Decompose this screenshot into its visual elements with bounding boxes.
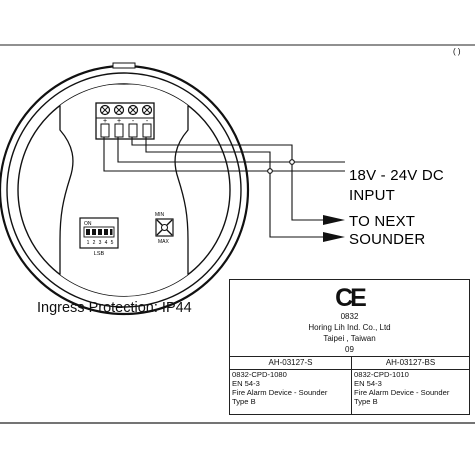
volume-pot: MIN MAX [155,212,174,245]
model-spec-1: 0832-CPD-1080 EN 54-3 Fire Alarm Device … [232,370,327,406]
housing-middle-ring [6,72,242,308]
sounder-label: SOUNDER [349,231,425,248]
notified-body-number: 0832 [340,312,359,321]
power-input-line1: 18V - 24V DC [349,167,444,184]
dip-number-2: 2 [93,240,96,246]
arrow-sounder [323,232,345,242]
terminal-sign-4: - [146,118,149,125]
to-next-label: TO NEXT [349,213,415,230]
dip-number-3: 3 [99,240,102,246]
certificate-year: 09 [345,345,354,354]
terminal-sign-1: + [103,118,107,125]
spec-standard-1: EN 54-3 [232,379,260,388]
model-name-1: AH-03127-S [268,358,313,367]
terminal-slots [100,123,152,138]
top-notch [112,62,136,69]
dip-number-4: 4 [105,240,108,246]
pot-min-label: MIN [155,212,165,218]
model-header-row: AH-03127-S AH-03127-BS [230,356,469,370]
spec-device-1: Fire Alarm Device - Sounder [232,388,328,397]
wiring [103,137,345,238]
model-name-2: AH-03127-BS [385,358,436,367]
spec-type-2: Type B [354,397,378,406]
terminal-screws [99,104,153,116]
ce-mark: CE [335,284,367,312]
terminal-block: + + - - [95,102,155,140]
model-spec-2: 0832-CPD-1010 EN 54-3 Fire Alarm Device … [354,370,449,406]
manufacturer-location: Taipei , Taiwan [323,334,376,343]
power-input-line2: INPUT [349,187,395,204]
manufacturer-name: Horing Lih Ind. Co., Ltd [308,323,391,332]
dip-number-5: 5 [111,240,114,246]
ingress-protection-label: Ingress Protection: IP44 [37,300,192,316]
dip-on-label: ON [84,221,92,227]
ce-certificate-box: CE 0832 Horing Lih Ind. Co., Ltd Taipei … [229,279,470,415]
pot-max-label: MAX [158,239,170,245]
terminal-sign-3: - [132,118,135,125]
spec-cpd-2: 0832-CPD-1010 [354,370,409,379]
dip-switch: ON 1 2 3 4 5 LSB [79,217,119,257]
dip-number-1: 1 [87,240,90,246]
spec-type-1: Type B [232,397,256,406]
dip-caption: LSB [94,251,105,257]
arrow-to-next [323,215,345,225]
terminal-sign-2: + [117,118,121,125]
spec-device-2: Fire Alarm Device - Sounder [354,388,450,397]
corner-mark: ( ) [453,47,461,56]
spec-standard-2: EN 54-3 [354,379,382,388]
model-divider [351,356,352,415]
spec-cpd-1: 0832-CPD-1080 [232,370,287,379]
